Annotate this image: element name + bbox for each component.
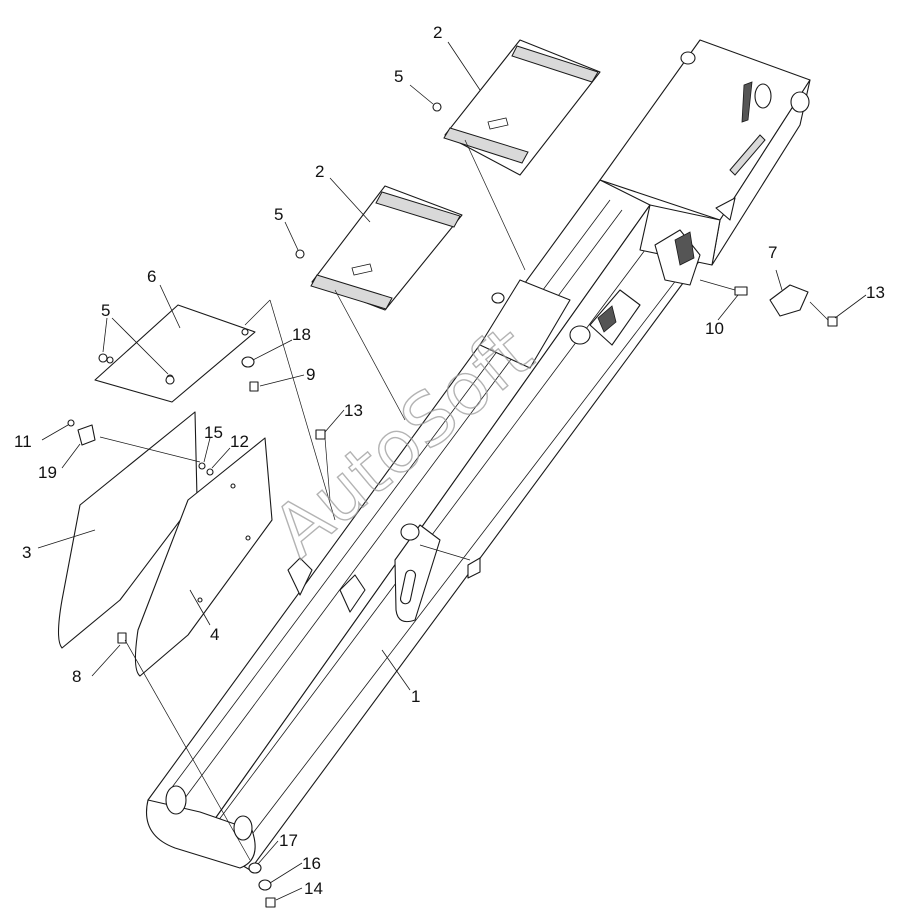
callout-2-lower: 2 — [315, 162, 324, 181]
washer-part-18 — [241, 356, 255, 368]
plate-part-6 — [94, 304, 256, 403]
callout-3: 3 — [22, 543, 31, 562]
callout-16: 16 — [302, 854, 321, 873]
bolt-part-8 — [117, 632, 127, 644]
bracket-part-19 — [77, 424, 96, 446]
callout-7: 7 — [768, 243, 777, 262]
callout-17: 17 — [279, 831, 298, 850]
callout-2-upper: 2 — [433, 23, 442, 42]
screw-part-11 — [67, 419, 75, 427]
callout-5-upper: 5 — [394, 67, 403, 86]
callout-5-lower: 5 — [274, 205, 283, 224]
nut-part-12 — [206, 468, 214, 476]
callout-8: 8 — [72, 667, 81, 686]
cover-plate-lower-part-2 — [310, 185, 463, 311]
callout-6: 6 — [147, 267, 156, 286]
block-part-7 — [769, 284, 809, 317]
bolt-part-9 — [249, 381, 259, 392]
cover-plate-upper-part-2 — [443, 39, 601, 176]
callout-4: 4 — [210, 625, 219, 644]
callout-13-upper: 13 — [866, 283, 885, 302]
washer-part-16 — [258, 879, 272, 891]
fastener-part-5-lower — [295, 249, 305, 259]
fastener-part-5-right — [165, 375, 175, 385]
callout-5-left: 5 — [101, 301, 110, 320]
nut-part-13-lower — [315, 429, 326, 440]
callout-11: 11 — [14, 432, 32, 451]
callout-19: 19 — [38, 463, 57, 482]
callout-10: 10 — [705, 319, 724, 338]
callout-9: 9 — [306, 365, 315, 384]
assembly-lines — [99, 139, 829, 861]
callout-14: 14 — [304, 879, 323, 898]
side-panel-part-3 — [57, 411, 198, 649]
callout-1: 1 — [411, 687, 420, 706]
hardware-parts — [67, 102, 838, 908]
callout-18: 18 — [292, 325, 311, 344]
main-frame-part-1 — [146, 39, 811, 871]
callout-labels: 2 5 2 5 6 5 18 9 13 11 15 12 19 3 4 8 1 … — [14, 23, 885, 898]
washer-part-17 — [248, 862, 262, 874]
side-panel-part-4 — [134, 437, 273, 677]
callout-13-lower: 13 — [344, 401, 363, 420]
fastener-part-5-upper — [432, 102, 442, 112]
fastener-part-5-left — [98, 353, 108, 363]
washer-part-15 — [198, 462, 206, 470]
leader-lines — [37, 41, 867, 901]
pin-part-10 — [734, 286, 748, 296]
nut-part-14 — [265, 897, 276, 908]
callout-15: 15 — [204, 423, 223, 442]
nut-part-13-upper — [827, 316, 838, 327]
callout-12: 12 — [230, 432, 249, 451]
